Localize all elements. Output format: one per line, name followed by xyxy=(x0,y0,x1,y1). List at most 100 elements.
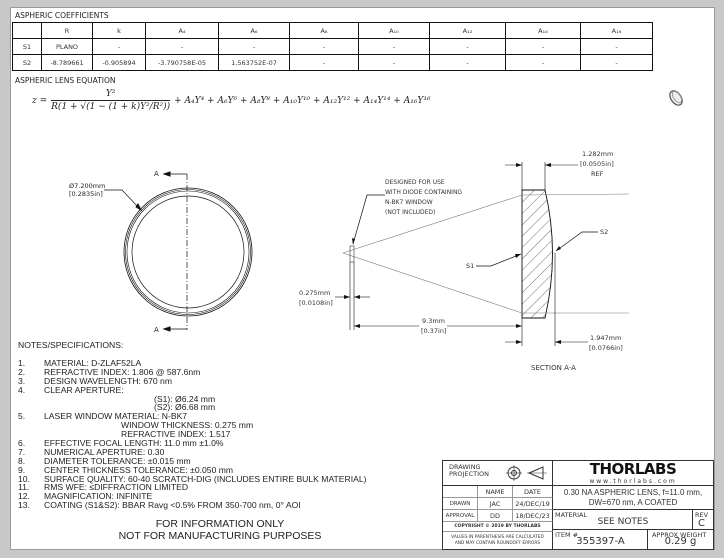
note-number: 13. xyxy=(18,500,30,511)
logo-cell: THORLABS www.thorlabs.com xyxy=(553,461,713,486)
drawn-date: 24/DEC/19 xyxy=(513,498,553,510)
diode-note-line: WITH DIODE CONTAINING xyxy=(385,189,462,196)
note-item: (S1): Ø6.24 mm xyxy=(18,393,367,404)
note-text: (S2): Ø6.68 mm xyxy=(154,402,216,413)
rev-label: REV xyxy=(695,511,709,519)
note-number: 9. xyxy=(18,464,26,475)
s1-label: S1 xyxy=(466,262,474,270)
note-text: DESIGN WAVELENGTH: 670 nm xyxy=(44,375,172,386)
drawn-name: JAC xyxy=(478,498,513,510)
rounding-note-1: VALUES IN PARENTHESIS ARE CALCULATED xyxy=(451,535,544,540)
thorlabs-logo: THORLABS xyxy=(589,460,677,478)
projection-label-2: PROJECTION xyxy=(449,470,489,478)
note-text: LASER WINDOW MATERIAL: N-BK7 xyxy=(44,411,188,422)
note-item: 5. LASER WINDOW MATERIAL: N-BK7 xyxy=(18,412,367,421)
disclaimer-line-1: FOR INFORMATION ONLY xyxy=(155,518,285,530)
note-item: 6. EFFECTIVE FOCAL LENGTH: 11.0 mm ±1.0% xyxy=(18,439,367,448)
note-text: CENTER THICKNESS TOLERANCE: ±0.050 mm xyxy=(44,464,234,475)
equation-denominator: R(1 + √(1 − (1 + k)Y²/R²)) xyxy=(51,100,171,112)
note-number: 5. xyxy=(18,411,26,422)
note-item: 8. DIAMETER TOLERANCE: ±0.015 mm xyxy=(18,455,367,466)
blank-cell xyxy=(443,486,478,498)
note-number: 3. xyxy=(18,375,26,386)
copyright: COPYRIGHT © 2019 BY THORLABS xyxy=(443,522,553,532)
note-text: MAGNIFICATION: INFINITE xyxy=(44,491,153,502)
s2-label: S2 xyxy=(600,228,608,236)
section-view xyxy=(335,162,630,346)
note-text: DIAMETER TOLERANCE: ±0.015 mm xyxy=(44,455,191,466)
weight-cell: APPROX WEIGHT 0.29 g xyxy=(648,530,713,549)
note-number xyxy=(18,395,44,404)
rounding-note: VALUES IN PARENTHESIS ARE CALCULATED AND… xyxy=(443,532,553,549)
aspheric-equation: z = Y² R(1 + √(1 − (1 + k)Y²/R²)) + A₄Y⁴… xyxy=(32,89,431,112)
note-item: 2. REFRACTIVE INDEX: 1.806 @ 587.6nm xyxy=(18,366,367,377)
item-cell: ITEM # 355397-A xyxy=(553,530,648,549)
center-thickness-in: [0.0766in] xyxy=(589,344,623,352)
item-value: 355397-A xyxy=(576,536,625,547)
note-item: 9. CENTER THICKNESS TOLERANCE: ±0.050 mm xyxy=(18,464,367,475)
rev-value: C xyxy=(698,518,705,529)
note-text: RMS WFE: ≤DIFFRACTION LIMITED xyxy=(44,482,189,493)
rev-cell: REV C xyxy=(693,510,713,530)
diameter-mm: Ø7.200mm xyxy=(69,182,105,190)
disclaimer-line-2: NOT FOR MANUFACTURING PURPOSES xyxy=(118,530,322,542)
diode-note-line: N-BK7 WINDOW xyxy=(385,199,433,206)
note-item: 4.CLEAR APERTURE: xyxy=(18,384,367,395)
weight-value: 0.29 g xyxy=(664,536,697,547)
note-text: EFFECTIVE FOCAL LENGTH: 11.0 mm ±1.0% xyxy=(44,438,224,449)
note-text: (S1): Ø6.24 mm xyxy=(154,393,216,404)
dimension-arrows xyxy=(344,163,561,344)
title-block: DRAWING PROJECTION NAME DATE DRAWN JAC 2… xyxy=(442,460,714,550)
table-cell: - xyxy=(358,54,430,71)
drawing-sheet xyxy=(10,7,715,550)
note-number xyxy=(18,421,44,430)
diode-note-line: (NOT INCLUDED) xyxy=(385,209,435,216)
third-angle-projection-icon xyxy=(506,465,547,481)
note-number: 11. xyxy=(18,482,30,493)
note-number: 12. xyxy=(18,491,30,502)
table-cell: S2 xyxy=(12,54,42,71)
section-title: SECTION A-A xyxy=(531,364,576,372)
description: 0.30 NA ASPHERIC LENS, f=11.0 mm, DW=670… xyxy=(553,486,713,510)
edge-thickness-in: [0.0505in] xyxy=(580,160,614,168)
note-text: MATERIAL: D-ZLAF52LA xyxy=(44,358,142,368)
window-thickness-in: [0.0108in] xyxy=(299,299,333,307)
disclaimer: FOR INFORMATION ONLY NOT FOR MANUFACTURI… xyxy=(100,518,340,542)
note-item: (S2): Ø6.68 mm xyxy=(18,403,367,412)
note-number: 8. xyxy=(18,455,26,466)
equation-lhs: z = xyxy=(32,95,48,106)
note-text: COATING (S1&S2): BBAR Ravg <0.5% FROM 35… xyxy=(44,500,301,511)
website: www.thorlabs.com xyxy=(589,478,677,485)
note-text: REFRACTIVE INDEX: 1.806 @ 587.6nm xyxy=(44,366,201,377)
approval-label: APPROVAL xyxy=(443,510,478,522)
rounding-note-2: AND MAY CONTAIN ROUNDOFF ERRORS xyxy=(454,540,541,546)
note-number: 4. xyxy=(18,384,26,395)
material-value: SEE NOTES xyxy=(597,517,649,527)
table-cell: -3.790758E-05 xyxy=(145,54,219,71)
date-header: DATE xyxy=(513,486,553,498)
note-number: 6. xyxy=(18,438,26,449)
material-cell: MATERIAL SEE NOTES xyxy=(553,510,693,530)
section-marker-bottom: A xyxy=(154,326,159,334)
note-item: 10.SURFACE QUALITY: 60-40 SCRATCH-DIG (I… xyxy=(18,474,367,484)
window-thickness-mm: 0.275mm xyxy=(299,289,330,297)
notes-specifications: NOTES/SPECIFICATIONS: 1.MATERIAL: D-ZLAF… xyxy=(18,341,367,510)
table-cell: - xyxy=(580,54,653,71)
equation-terms: + A₄Y⁴ + A₆Y⁶ + A₈Y⁸ + A₁₀Y¹⁰ + A₁₂Y¹² +… xyxy=(174,95,431,106)
equation-title: ASPHERIC LENS EQUATION xyxy=(15,76,116,85)
note-number: 7. xyxy=(18,446,26,457)
material-label: MATERIAL xyxy=(555,511,588,519)
approval-date: 18/DEC/23 xyxy=(513,510,553,522)
note-number: 2. xyxy=(18,366,26,377)
note-item: REFRACTIVE INDEX: 1.517 xyxy=(18,430,367,439)
section-marker-top: A xyxy=(154,170,159,178)
note-item: 12. MAGNIFICATION: INFINITE xyxy=(18,492,367,501)
note-item: 7.NUMERICAL APERTURE: 0.30 xyxy=(18,448,367,457)
note-number: 1. xyxy=(18,358,26,368)
front-view xyxy=(104,171,253,332)
coefficients-title: ASPHERIC COEFFICIENTS xyxy=(15,11,109,20)
equation-numerator: Y² xyxy=(105,89,116,99)
